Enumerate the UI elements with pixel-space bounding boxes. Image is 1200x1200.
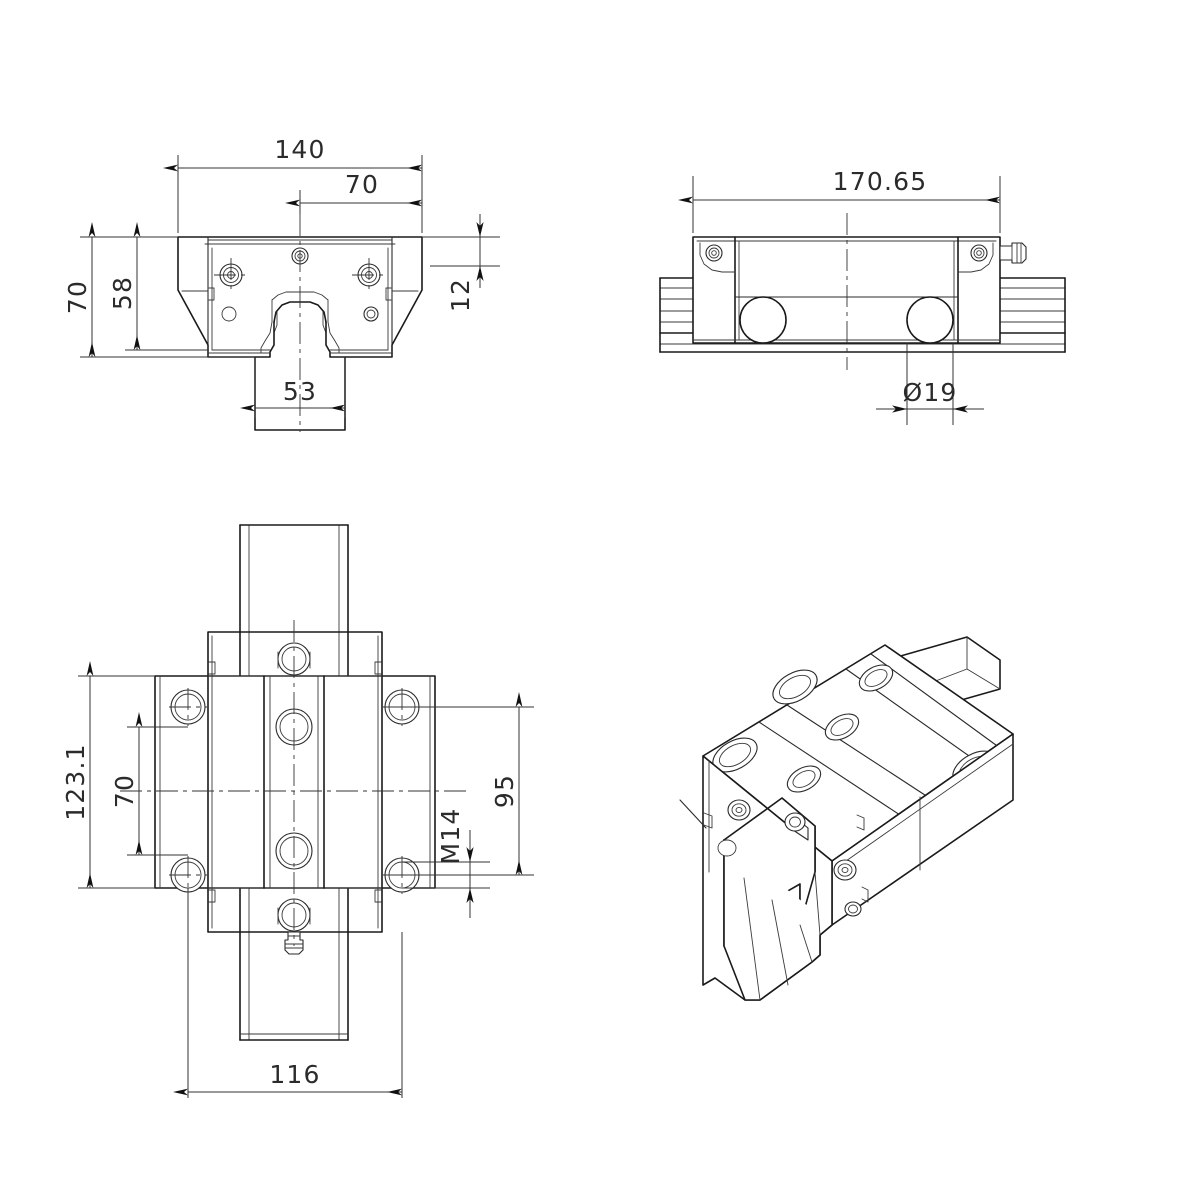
dim-label-53: 53	[283, 377, 317, 406]
mount-hole-right-icon	[906, 296, 954, 344]
threaded-hole-icon	[363, 306, 379, 322]
dim-front-140: 140	[163, 135, 423, 233]
dim-front-53: 53	[240, 357, 346, 418]
dim-front-h58: 58	[108, 222, 208, 351]
grease-nipple-icon	[999, 242, 1027, 264]
view-top: 123.1 70 95 M14 11	[61, 524, 534, 1098]
iso-bolt-left-icon	[727, 799, 751, 821]
bolt-left-icon	[214, 258, 248, 292]
dim-front-h70: 70	[63, 222, 255, 358]
dim-label-17065: 170.65	[833, 167, 928, 196]
iso-threaded-hole-icon	[844, 901, 862, 917]
dim-front-12: 12	[422, 214, 500, 312]
view-side: 170.65 Ø19	[659, 167, 1066, 425]
dim-top-95: 95	[402, 692, 534, 876]
top-carriage	[154, 631, 436, 933]
dim-label-12: 12	[446, 278, 475, 312]
iso-grease-screw-icon	[784, 812, 809, 841]
iso-hole-1	[772, 669, 818, 705]
bolt-right-icon	[352, 258, 386, 292]
dim-label-1231: 123.1	[61, 743, 90, 821]
iso-bolt-right-icon	[833, 859, 857, 881]
dim-label-top70: 70	[110, 774, 139, 808]
iso-rail-hole-2	[824, 713, 860, 741]
dim-top-70: 70	[110, 712, 188, 856]
view-front: 140 70 70 58 12	[63, 135, 500, 432]
dim-top-m14: M14	[402, 808, 490, 918]
iso-rail-front	[723, 825, 833, 1001]
mount-hole-left-icon	[739, 296, 787, 344]
iso-front-fasteners	[679, 799, 869, 917]
dim-label-95: 95	[490, 774, 519, 808]
dim-top-1231: 123.1	[61, 661, 155, 889]
endcap-bolt-left-icon	[705, 244, 723, 262]
side-carriage	[692, 236, 1001, 344]
dim-label-m14: M14	[436, 808, 465, 865]
iso-lube-hole-icon	[717, 839, 737, 857]
dim-label-h70: 70	[63, 280, 92, 314]
iso-rail-hole-3	[786, 765, 822, 793]
dim-label-116: 116	[269, 1060, 320, 1089]
dim-top-116: 116	[173, 888, 403, 1098]
dim-label-140: 140	[274, 135, 325, 164]
dim-label-dia19: Ø19	[902, 378, 957, 407]
dim-side-dia19: Ø19	[876, 343, 984, 425]
dim-label-70-front: 70	[345, 170, 379, 199]
dim-side-170: 170.65	[678, 167, 1001, 233]
view-iso	[679, 636, 1014, 1001]
endcap-bolt-right-icon	[970, 244, 988, 262]
iso-hole-2	[712, 737, 758, 773]
iso-rail-hole-1	[858, 664, 894, 692]
top-grease-nipple-icon	[284, 931, 304, 955]
lube-hole-icon	[221, 306, 237, 322]
dim-label-h58: 58	[108, 276, 137, 310]
dim-front-70: 70	[285, 168, 423, 214]
